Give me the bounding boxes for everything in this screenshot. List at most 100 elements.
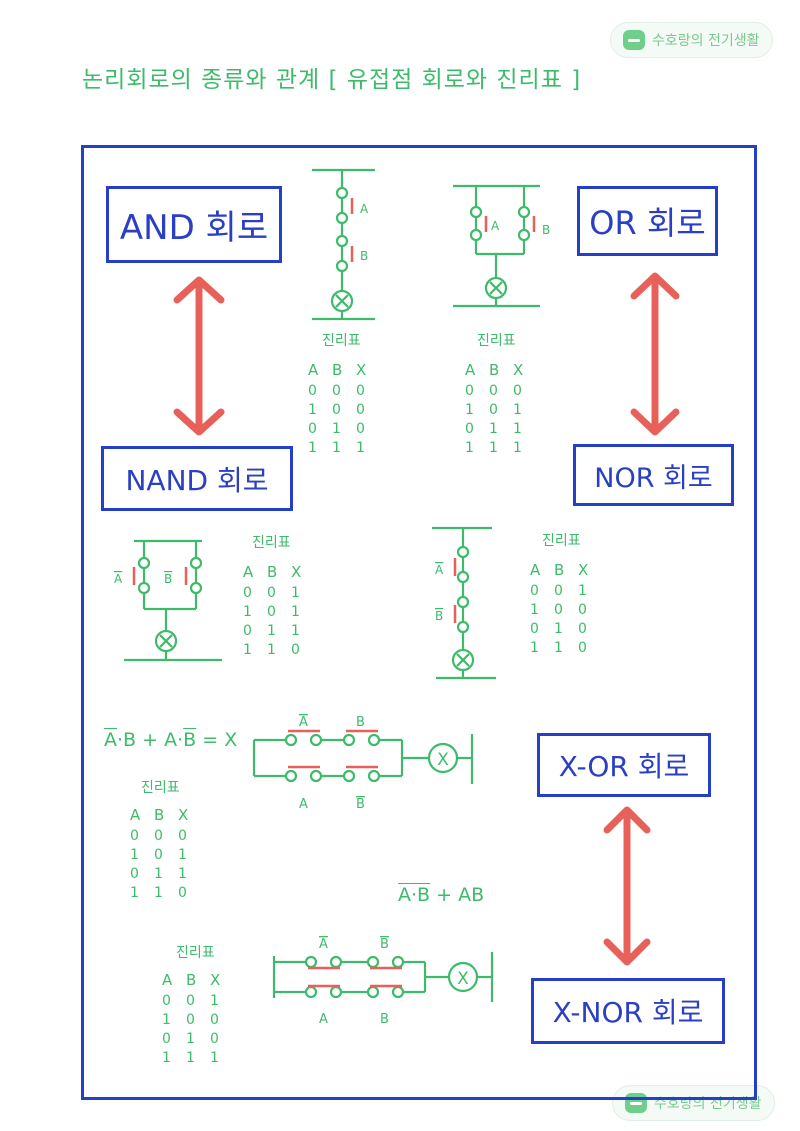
formula-operator: + xyxy=(142,729,159,751)
table-cell: 1 xyxy=(530,640,539,656)
table-cell: 0 xyxy=(308,383,317,399)
contact-label: A xyxy=(299,797,308,812)
table-cell: 0 xyxy=(162,1031,171,1047)
table-cell: 0 xyxy=(578,640,587,656)
table-cell: 1 xyxy=(554,640,563,656)
table-cell: 0 xyxy=(308,421,317,437)
table-cell: 0 xyxy=(154,828,163,844)
table-cell: 0 xyxy=(186,1012,195,1028)
table-cell: 0 xyxy=(130,828,139,844)
table-cell: 1 xyxy=(513,421,522,437)
truth-table-title-xor: 진리표 xyxy=(141,780,180,796)
table-cell: 0 xyxy=(356,402,365,418)
table-header: A xyxy=(530,560,541,579)
table-cell: 0 xyxy=(578,621,587,637)
contact-label: A xyxy=(435,563,444,577)
nor-gate-label: NOR 회로 xyxy=(573,444,734,506)
table-header: X xyxy=(178,805,189,824)
table-cell: 0 xyxy=(578,602,587,618)
table-cell: 1 xyxy=(210,1050,219,1066)
table-cell: 1 xyxy=(162,1012,171,1028)
table-header: A xyxy=(243,562,254,581)
table-cell: 0 xyxy=(291,642,300,658)
table-header: X xyxy=(291,562,302,581)
table-cell: 1 xyxy=(162,1050,171,1066)
table-cell: 0 xyxy=(489,383,498,399)
table-cell: 0 xyxy=(210,1012,219,1028)
nand-gate-label: NAND 회로 xyxy=(101,446,293,511)
xnor-circuit: X A B A B xyxy=(272,937,494,1027)
table-cell: 1 xyxy=(210,993,219,1009)
table-cell: 0 xyxy=(530,621,539,637)
table-cell: 1 xyxy=(530,602,539,618)
table-cell: 1 xyxy=(465,402,474,418)
table-cell: 1 xyxy=(130,847,139,863)
table-cell: 1 xyxy=(291,604,300,620)
table-cell: 1 xyxy=(178,847,187,863)
output-lamp-label: X xyxy=(457,969,469,989)
table-header: B xyxy=(267,562,278,581)
xor-xnor-arrow xyxy=(603,806,651,966)
table-cell: 0 xyxy=(465,421,474,437)
or-nor-arrow xyxy=(630,272,680,436)
blog-badge-text: 수호랑의 전기생활 xyxy=(652,33,760,49)
formula-term: AB xyxy=(458,884,485,906)
table-cell: 1 xyxy=(332,421,341,437)
table-cell: 0 xyxy=(186,993,195,1009)
contact-label: A xyxy=(114,572,123,586)
table-header: A xyxy=(130,805,141,824)
formula-term: A xyxy=(398,884,411,906)
truth-table-title-xnor: 진리표 xyxy=(176,945,215,961)
table-cell: 1 xyxy=(154,885,163,901)
truth-table-title-nand: 진리표 xyxy=(252,535,291,551)
table-cell: 0 xyxy=(489,402,498,418)
table-cell: 1 xyxy=(243,604,252,620)
table-cell: 1 xyxy=(489,440,498,456)
table-cell: 0 xyxy=(332,402,341,418)
truth-table-title-nor: 진리표 xyxy=(542,533,581,549)
table-cell: 0 xyxy=(162,993,171,1009)
table-cell: 1 xyxy=(243,642,252,658)
table-cell: 1 xyxy=(291,585,300,601)
contact-label: A xyxy=(491,219,500,233)
xnor-formula: A·B + AB xyxy=(398,884,485,906)
formula-term: B xyxy=(417,884,431,906)
table-cell: 1 xyxy=(186,1050,195,1066)
contact-label: B xyxy=(164,572,172,586)
formula-term: B xyxy=(123,729,137,751)
table-cell: 1 xyxy=(465,440,474,456)
truth-table-title-and: 진리표 xyxy=(322,333,361,349)
table-header: X xyxy=(356,360,367,379)
contact-label: B xyxy=(380,1012,389,1027)
table-cell: 0 xyxy=(130,866,139,882)
table-cell: 0 xyxy=(530,583,539,599)
or-circuit: A B xyxy=(453,184,550,308)
table-cell: 0 xyxy=(513,383,522,399)
table-cell: 0 xyxy=(267,585,276,601)
table-cell: 1 xyxy=(308,440,317,456)
table-header: X xyxy=(578,560,589,579)
table-cell: 1 xyxy=(178,866,187,882)
nor-circuit: A B xyxy=(432,526,496,680)
formula-term: B xyxy=(183,729,197,751)
xor-formula: A·B + A·B = X xyxy=(104,729,238,751)
page-title: 논리회로의 종류와 관계 [ 유접점 회로와 진리표 ] xyxy=(82,67,582,93)
contact-label: B xyxy=(435,609,443,623)
chat-icon xyxy=(623,30,645,50)
table-header: B xyxy=(154,805,165,824)
table-header: B xyxy=(186,970,197,989)
contact-label: A xyxy=(319,1012,328,1027)
table-cell: 1 xyxy=(308,402,317,418)
contact-label: A xyxy=(360,202,369,216)
contact-label: B xyxy=(542,223,550,237)
table-cell: 1 xyxy=(332,440,341,456)
blog-badge-bottom[interactable]: 수호랑의 전기생활 xyxy=(612,1085,775,1121)
blog-badge-top[interactable]: 수호랑의 전기생활 xyxy=(610,22,773,58)
table-cell: 0 xyxy=(465,383,474,399)
xnor-gate-label: X-NOR 회로 xyxy=(531,978,725,1044)
table-cell: 1 xyxy=(554,621,563,637)
